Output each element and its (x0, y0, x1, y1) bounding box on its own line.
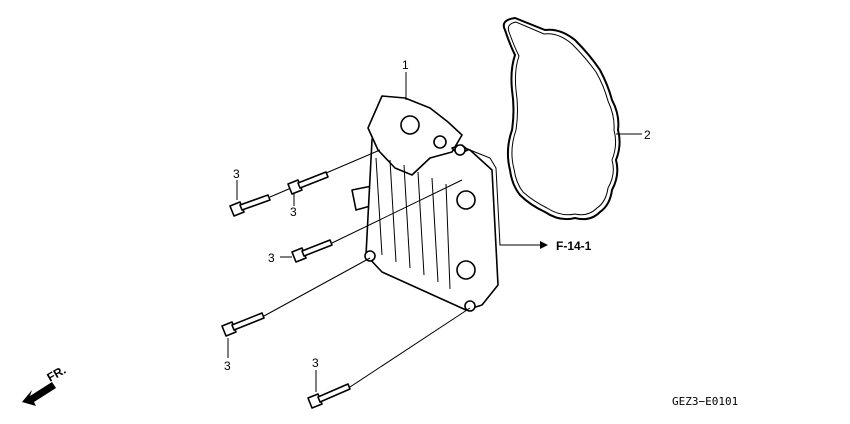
drawing-code: GEZ3−E0101 (672, 395, 738, 408)
callout-3-upper-mid: 3 (290, 205, 297, 219)
bolt-upper-mid (287, 171, 329, 195)
bolt-lower-left (221, 257, 371, 337)
front-direction-arrow-icon (22, 382, 56, 406)
cylinder-head-cover (351, 95, 499, 312)
reference-arrow (469, 149, 548, 249)
callout-3-middle: 3 (268, 251, 275, 265)
callout-1: 1 (402, 58, 409, 72)
gasket (502, 16, 621, 221)
direction-label: FR. (45, 363, 69, 385)
callout-3-bottom: 3 (312, 356, 319, 370)
callout-3-lower-left: 3 (224, 359, 231, 373)
bolt-bottom (307, 307, 471, 409)
bolt-middle (291, 179, 463, 263)
callout-3-upper-left: 3 (233, 167, 240, 181)
reference-label: F-14-1 (556, 239, 592, 253)
callout-2: 2 (644, 128, 651, 142)
